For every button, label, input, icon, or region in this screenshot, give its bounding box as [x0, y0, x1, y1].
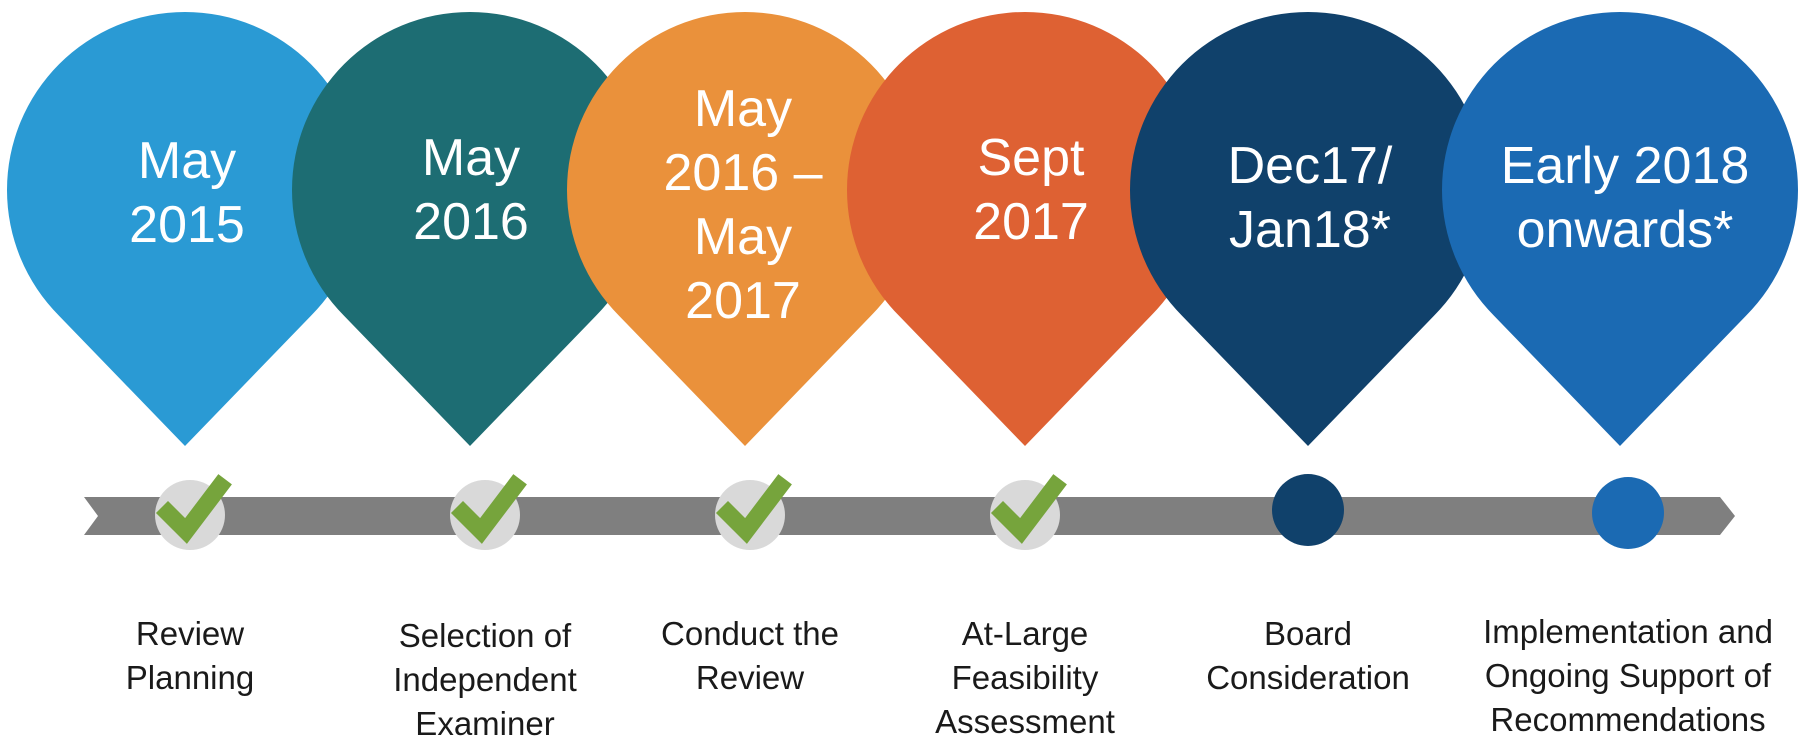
milestone-pin-4	[847, 11, 1204, 446]
milestone-pin-1	[7, 12, 364, 446]
check-icon	[990, 474, 1067, 550]
milestone-caption-line: Review	[695, 659, 805, 696]
milestone-date-6: Early 2018 onwards*	[1501, 134, 1750, 262]
milestone-pin-3	[567, 12, 924, 447]
milestone-caption-line: Recommendations	[1490, 701, 1766, 738]
milestone-date-line: Early 2018	[1500, 137, 1750, 195]
milestone-date-5: Dec17/Jan18*	[1228, 134, 1393, 262]
milestone-date-line: May	[421, 129, 521, 187]
milestone-date-line: 2016	[413, 193, 529, 251]
milestone-date-line: Sept	[977, 129, 1085, 187]
milestone-date-2: May 2016	[413, 126, 529, 254]
milestone-caption-line: Feasibility	[951, 659, 1099, 696]
check-icon	[155, 474, 232, 550]
dot-icon	[1272, 474, 1344, 546]
milestone-date-1: May 2015	[129, 129, 245, 257]
milestone-date-line: Jan18*	[1229, 201, 1391, 259]
milestone-pin-2	[291, 12, 648, 446]
milestone-caption-line: Independent	[393, 661, 577, 698]
milestone-caption-line: Assessment	[935, 703, 1115, 740]
milestone-caption-line: Ongoing Support of	[1484, 657, 1772, 694]
milestone-caption-line: Conduct the	[661, 615, 839, 652]
milestone-date-4: Sept 2017	[973, 126, 1089, 254]
milestone-caption-line: Planning	[125, 659, 255, 696]
milestone-date-line: 2015	[129, 196, 245, 254]
milestone-caption-line: Board	[1263, 615, 1353, 652]
milestone-caption-line: Selection of	[398, 617, 572, 654]
check-icon	[450, 474, 527, 550]
milestone-date-line: 2016 –	[663, 144, 823, 202]
milestone-date-line: May	[693, 208, 793, 266]
check-icon	[715, 474, 792, 550]
milestone-caption-line: Consideration	[1206, 659, 1410, 696]
milestone-date-line: onwards*	[1516, 201, 1734, 259]
milestone-date-3: May 2016 – May 2017	[663, 77, 822, 333]
timeline-arrow	[84, 497, 1735, 535]
milestone-date-line: May	[693, 80, 793, 138]
dot-icon	[1592, 477, 1664, 549]
milestone-date-line: May	[137, 132, 237, 190]
milestone-date-line: 2017	[685, 272, 801, 330]
milestone-caption-line: Implementation and	[1483, 613, 1773, 650]
milestone-date-line: Dec17/	[1227, 137, 1393, 195]
milestone-caption-line: Examiner	[415, 705, 555, 742]
milestone-caption-line: Review	[135, 615, 245, 652]
milestone-pin-5	[1130, 12, 1486, 446]
milestone-pin-6	[1442, 11, 1799, 446]
milestone-date-line: 2017	[973, 193, 1089, 251]
milestone-caption-line: At-Large	[961, 615, 1089, 652]
